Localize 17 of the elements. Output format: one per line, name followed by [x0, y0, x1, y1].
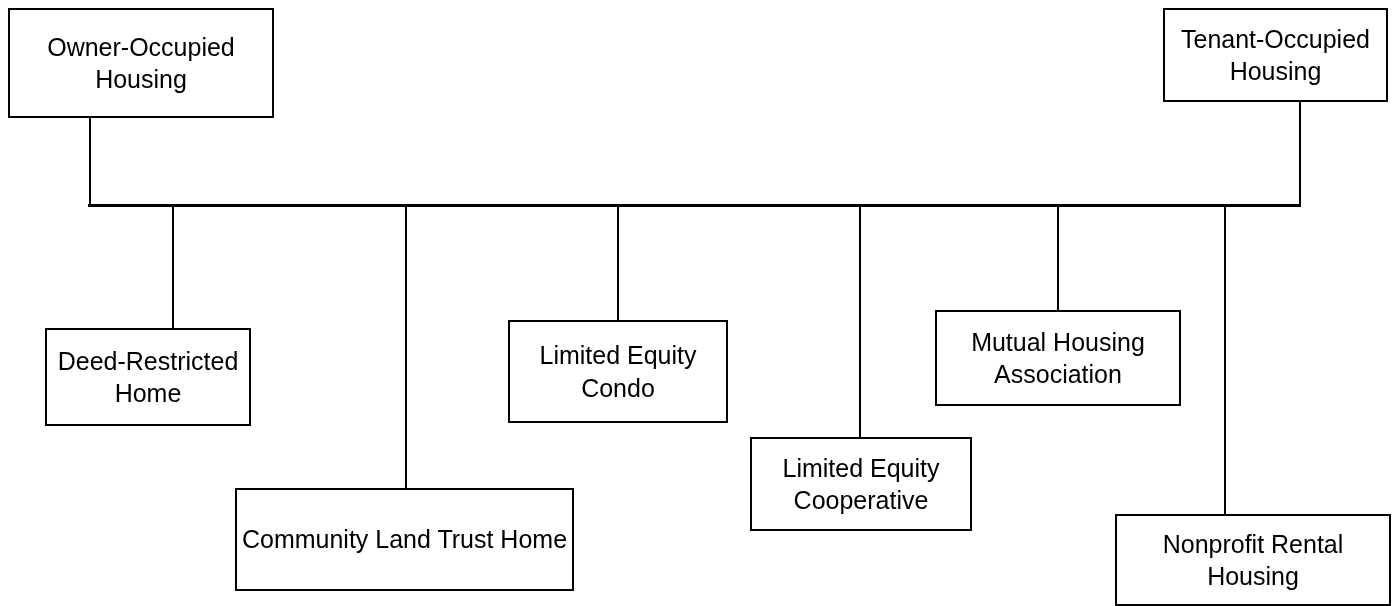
category-box: Owner-Occupied Housing — [8, 8, 274, 118]
connector-line — [1299, 101, 1301, 205]
category-box: Deed-Restricted Home — [45, 328, 251, 426]
connector-line — [405, 206, 407, 489]
connector-line — [859, 206, 861, 438]
connector-line — [172, 206, 174, 329]
category-box: Limited Equity Cooperative — [750, 437, 972, 531]
connector-line — [617, 206, 619, 321]
category-box: Nonprofit Rental Housing — [1115, 514, 1391, 606]
category-box: Mutual Housing Association — [935, 310, 1181, 406]
category-box: Limited Equity Condo — [508, 320, 728, 423]
category-box: Tenant-Occupied Housing — [1163, 8, 1388, 102]
category-box: Community Land Trust Home — [235, 488, 574, 591]
bar-line — [88, 204, 1301, 207]
connector-line — [1057, 206, 1059, 311]
connector-line — [89, 117, 91, 205]
connector-line — [1224, 206, 1226, 515]
